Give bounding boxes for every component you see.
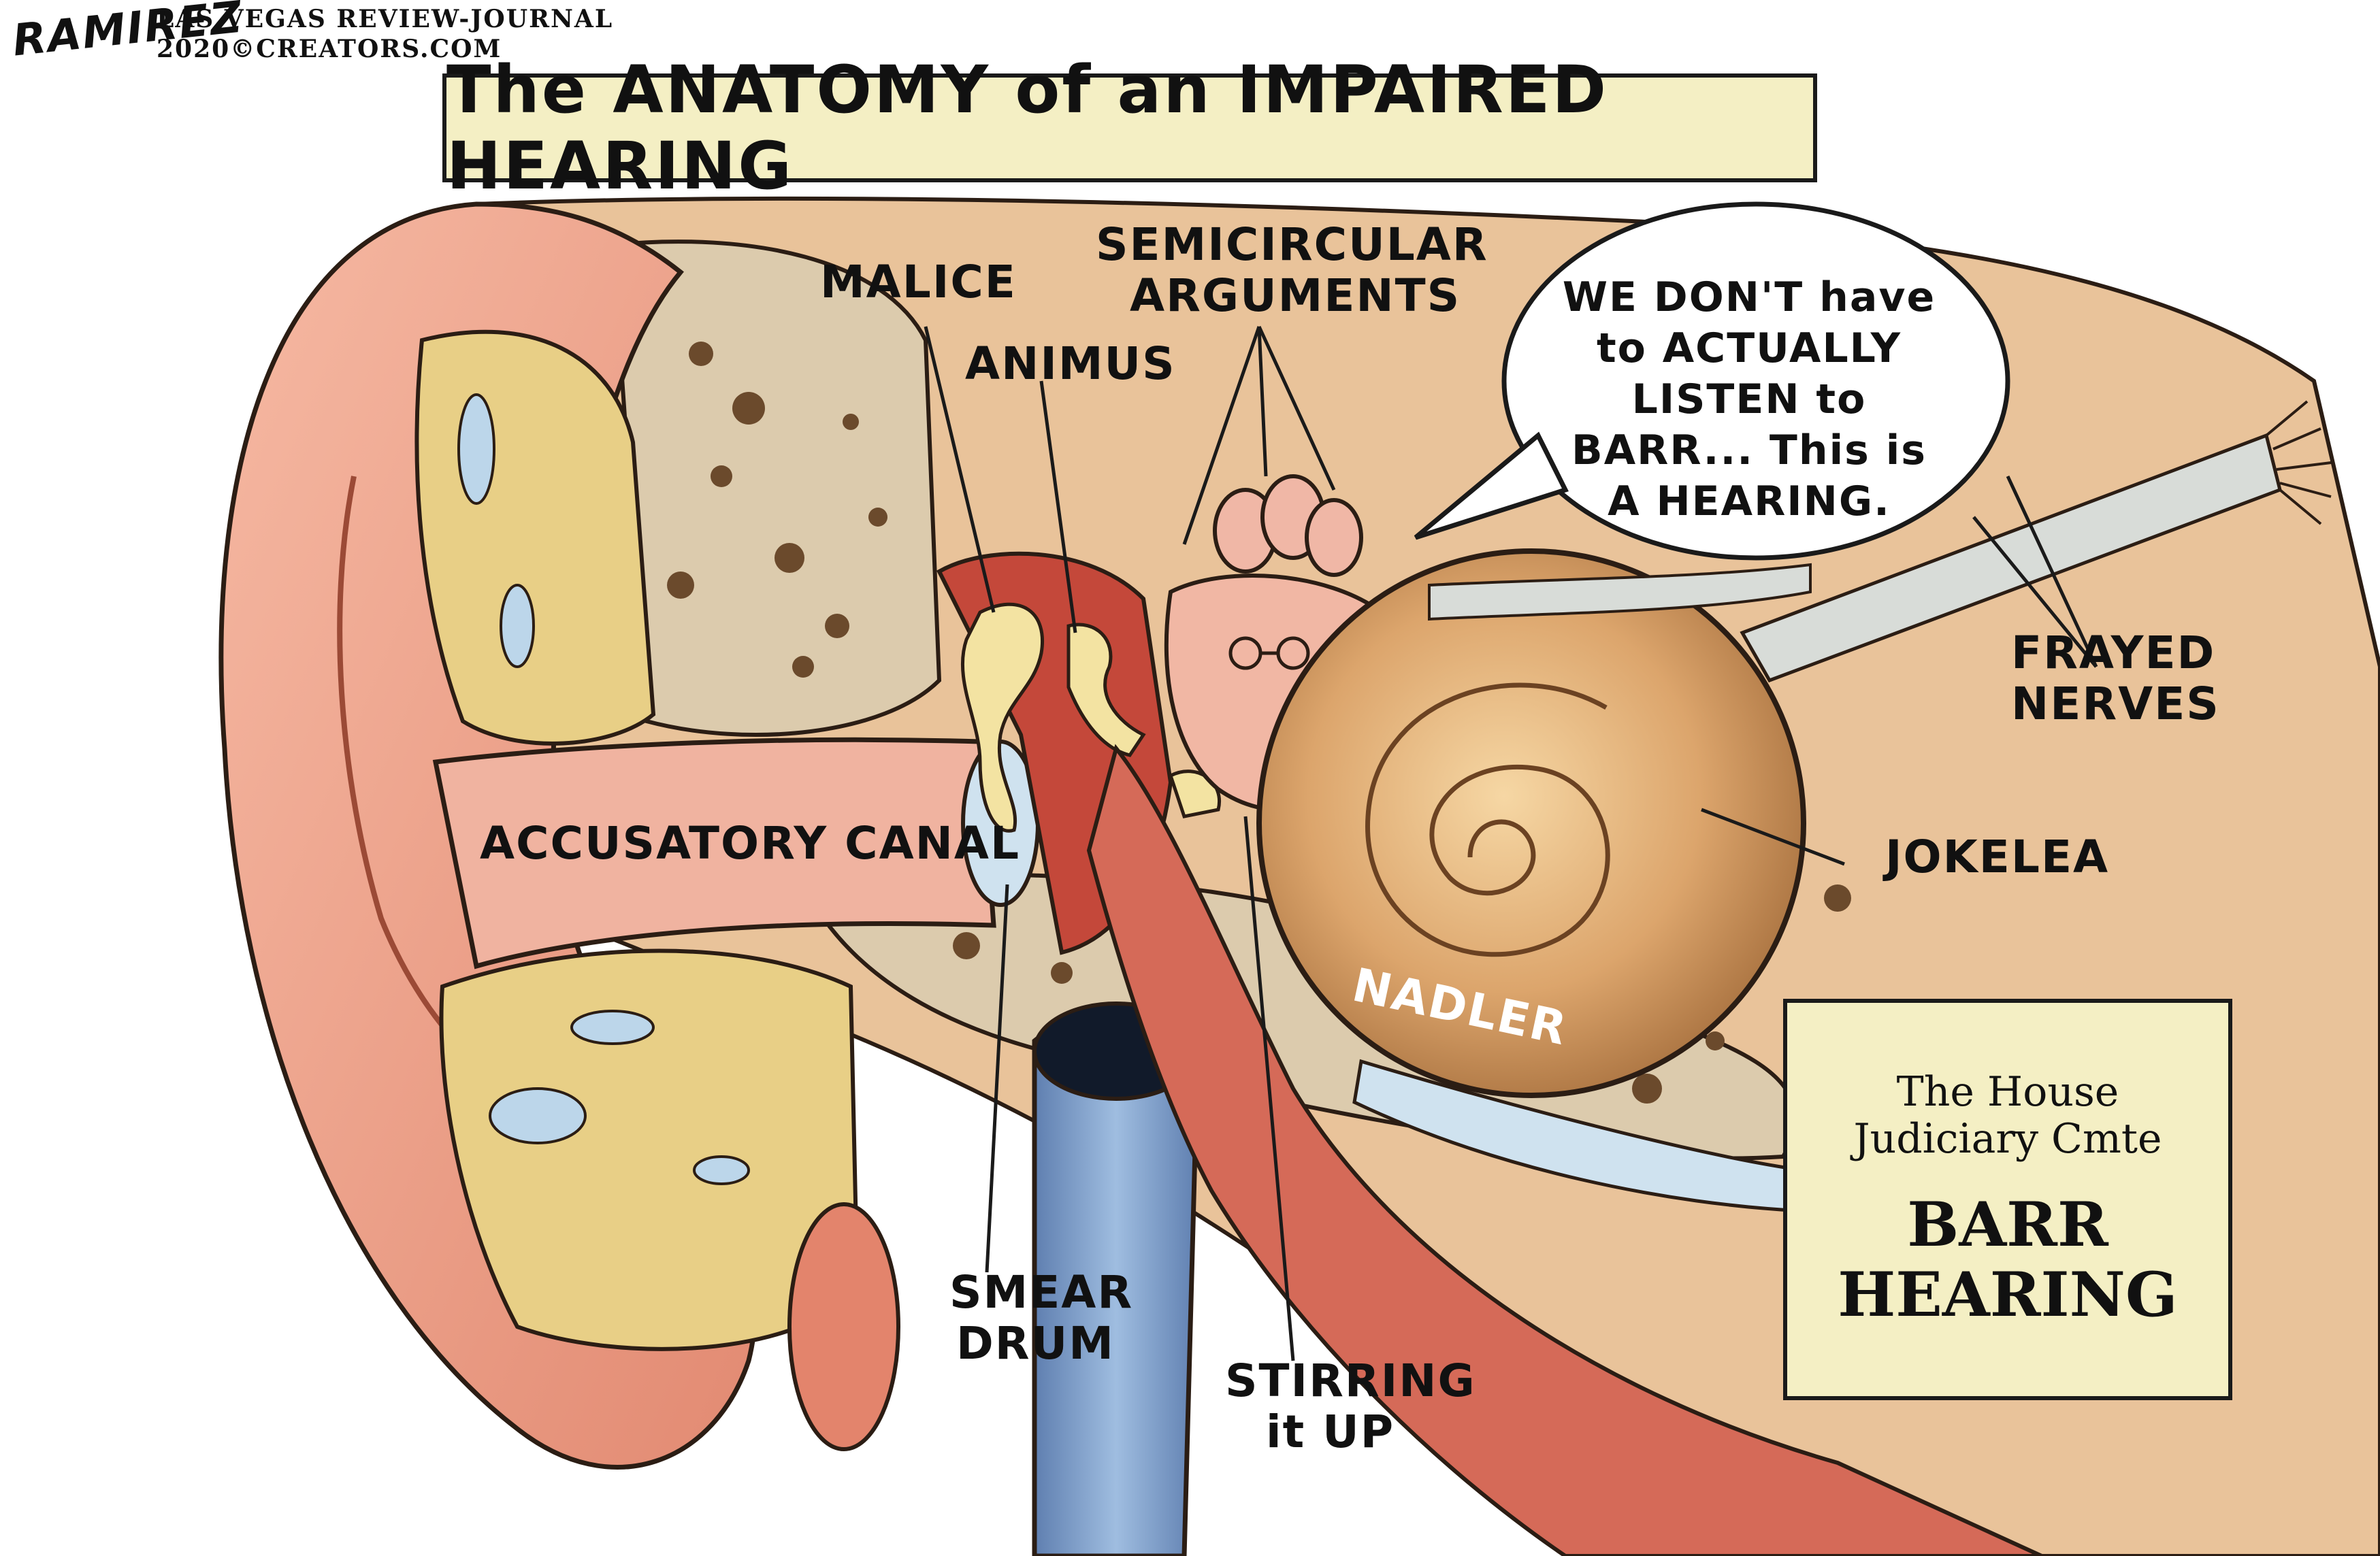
- caption-line-3: BARR: [1907, 1188, 2108, 1261]
- caption-box: The House Judiciary Cmte BARR HEARING: [1783, 999, 2232, 1400]
- cochlea-shell: [1256, 548, 1806, 1098]
- label-stirring-1: STIRRING: [1225, 1355, 1476, 1407]
- frayed-nerve-ends: [2265, 400, 2332, 525]
- caption-line-4: HEARING: [1838, 1259, 2178, 1331]
- cartoon-title: The ANATOMY of an IMPAIRED HEARING: [446, 52, 1609, 204]
- bone-pores: [667, 342, 1851, 1104]
- ossicles: [960, 602, 1221, 833]
- bone-region-upper: [610, 239, 942, 737]
- speech-bubble-text: WE DON'T have to ACTUALLY LISTEN to BARR…: [1562, 274, 1936, 525]
- speech-bubble: [1501, 201, 2010, 561]
- caption-line-1: The House: [1896, 1067, 2119, 1116]
- cartilage-lower: [439, 948, 860, 1351]
- semicircular-canals: [1213, 474, 1363, 577]
- throat-tissue: [1086, 744, 2043, 1556]
- cochlea-spiral: [1365, 682, 1610, 957]
- label-accusatory-canal: ACCUSATORY CANAL: [480, 817, 1021, 870]
- label-animus: ANIMUS: [965, 337, 1176, 390]
- label-frayed-1: FRAYED: [2011, 627, 2216, 679]
- label-jokelea: JOKELEA: [1885, 831, 2110, 883]
- glasses-icon: [1228, 636, 1310, 670]
- nerve-strand: [1428, 563, 1812, 621]
- caption-line-2: Judiciary Cmte: [1853, 1114, 2162, 1163]
- speech-bubble-tail: [1414, 431, 1569, 540]
- label-smear-1: SMEAR: [949, 1266, 1134, 1319]
- label-stirring-2: it UP: [1266, 1406, 1395, 1458]
- lower-lobe: [787, 1202, 900, 1451]
- title-banner: The ANATOMY of an IMPAIRED HEARING: [442, 52, 1817, 204]
- cartilage-blue-spots: [457, 393, 750, 1185]
- label-smear-2: DRUM: [956, 1317, 1115, 1370]
- label-malice: MALICE: [820, 256, 1017, 308]
- publication-credit: LAS VEGAS REVIEW-JOURNAL: [157, 5, 614, 33]
- copyright-credit: 2020©CREATORS.COM: [157, 35, 502, 63]
- label-frayed-2: NERVES: [2011, 678, 2220, 730]
- label-semicircular-2: ARGUMENTS: [1130, 269, 1461, 322]
- label-semicircular-1: SEMICIRCULAR: [1096, 218, 1488, 271]
- label-leader-lines: [924, 325, 2098, 1361]
